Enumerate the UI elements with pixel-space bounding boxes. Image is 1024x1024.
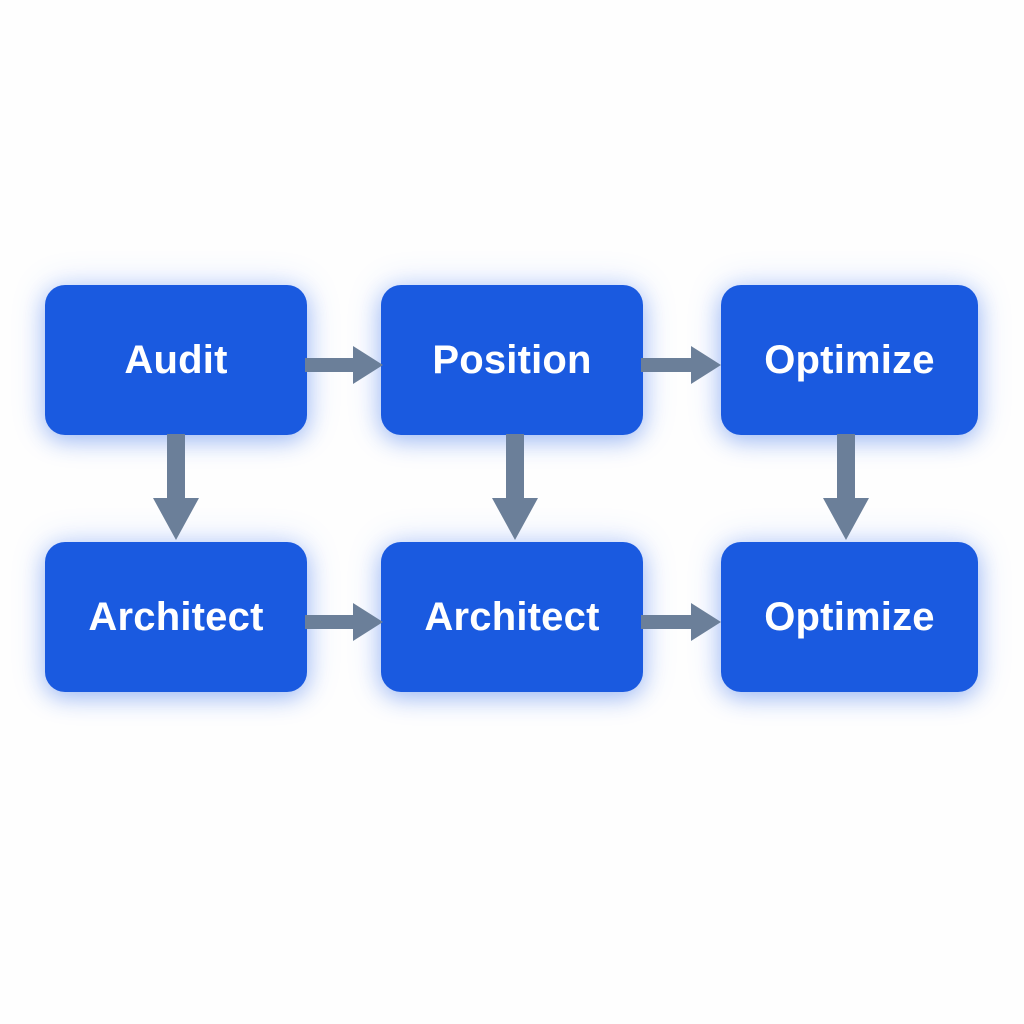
flow-node-architect-left[interactable]: Architect	[45, 542, 307, 692]
flow-node-optimize-top[interactable]: Optimize	[721, 285, 978, 435]
flow-node-position[interactable]: Position	[381, 285, 643, 435]
arrow-right-icon	[641, 595, 723, 649]
arrow-down-icon	[487, 434, 543, 544]
arrow-down-icon	[148, 434, 204, 544]
flow-node-label: Architect	[424, 595, 600, 639]
flow-node-label: Audit	[124, 338, 228, 382]
flow-node-label: Optimize	[764, 595, 935, 639]
arrow-right-icon	[305, 595, 385, 649]
flow-node-label: Architect	[88, 595, 264, 639]
flow-node-audit[interactable]: Audit	[45, 285, 307, 435]
arrow-down-icon	[818, 434, 874, 544]
arrow-right-icon	[305, 338, 385, 392]
flow-node-label: Position	[432, 338, 592, 382]
flow-node-optimize-bottom[interactable]: Optimize	[721, 542, 978, 692]
flow-node-label: Optimize	[764, 338, 935, 382]
arrow-right-icon	[641, 338, 723, 392]
flow-node-architect-middle[interactable]: Architect	[381, 542, 643, 692]
